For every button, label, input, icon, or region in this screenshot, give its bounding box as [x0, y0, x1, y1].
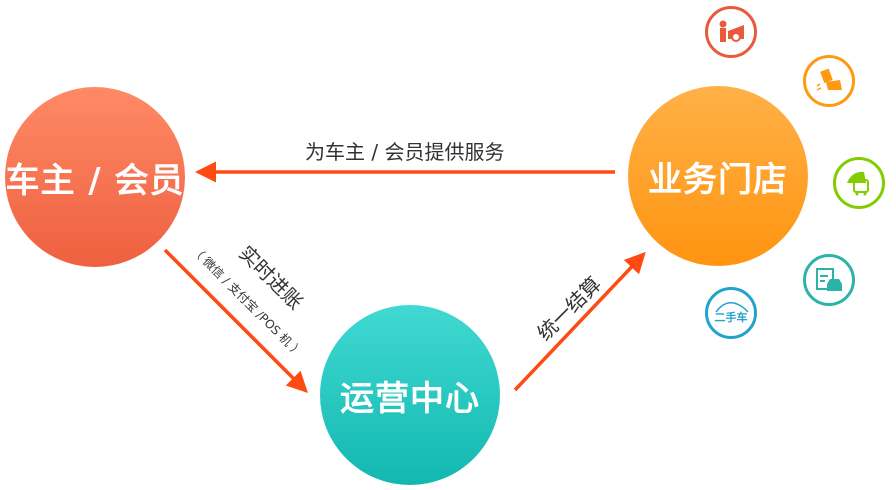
arrow-label-service: 为车主 / 会员提供服务: [305, 140, 505, 164]
car-booking-icon: [803, 254, 855, 306]
node-business-store: 业务门店: [628, 86, 808, 266]
node-label: 运营中心: [340, 378, 480, 419]
node-label: 车主 / 会员: [5, 160, 185, 201]
arrow-ops-to-store: [513, 251, 646, 392]
used-car-icon: 二手车: [705, 287, 757, 339]
node-label: 业务门店: [648, 159, 788, 200]
car-repair-icon: [705, 6, 757, 58]
node-operations-center: 运营中心: [320, 305, 500, 485]
car-insurance-icon: [833, 157, 885, 209]
car-wash-icon: [803, 55, 855, 107]
used-car-label: 二手车: [714, 311, 748, 324]
arrow-owner-to-ops: [163, 248, 308, 393]
node-owner-member: 车主 / 会员: [5, 87, 185, 267]
